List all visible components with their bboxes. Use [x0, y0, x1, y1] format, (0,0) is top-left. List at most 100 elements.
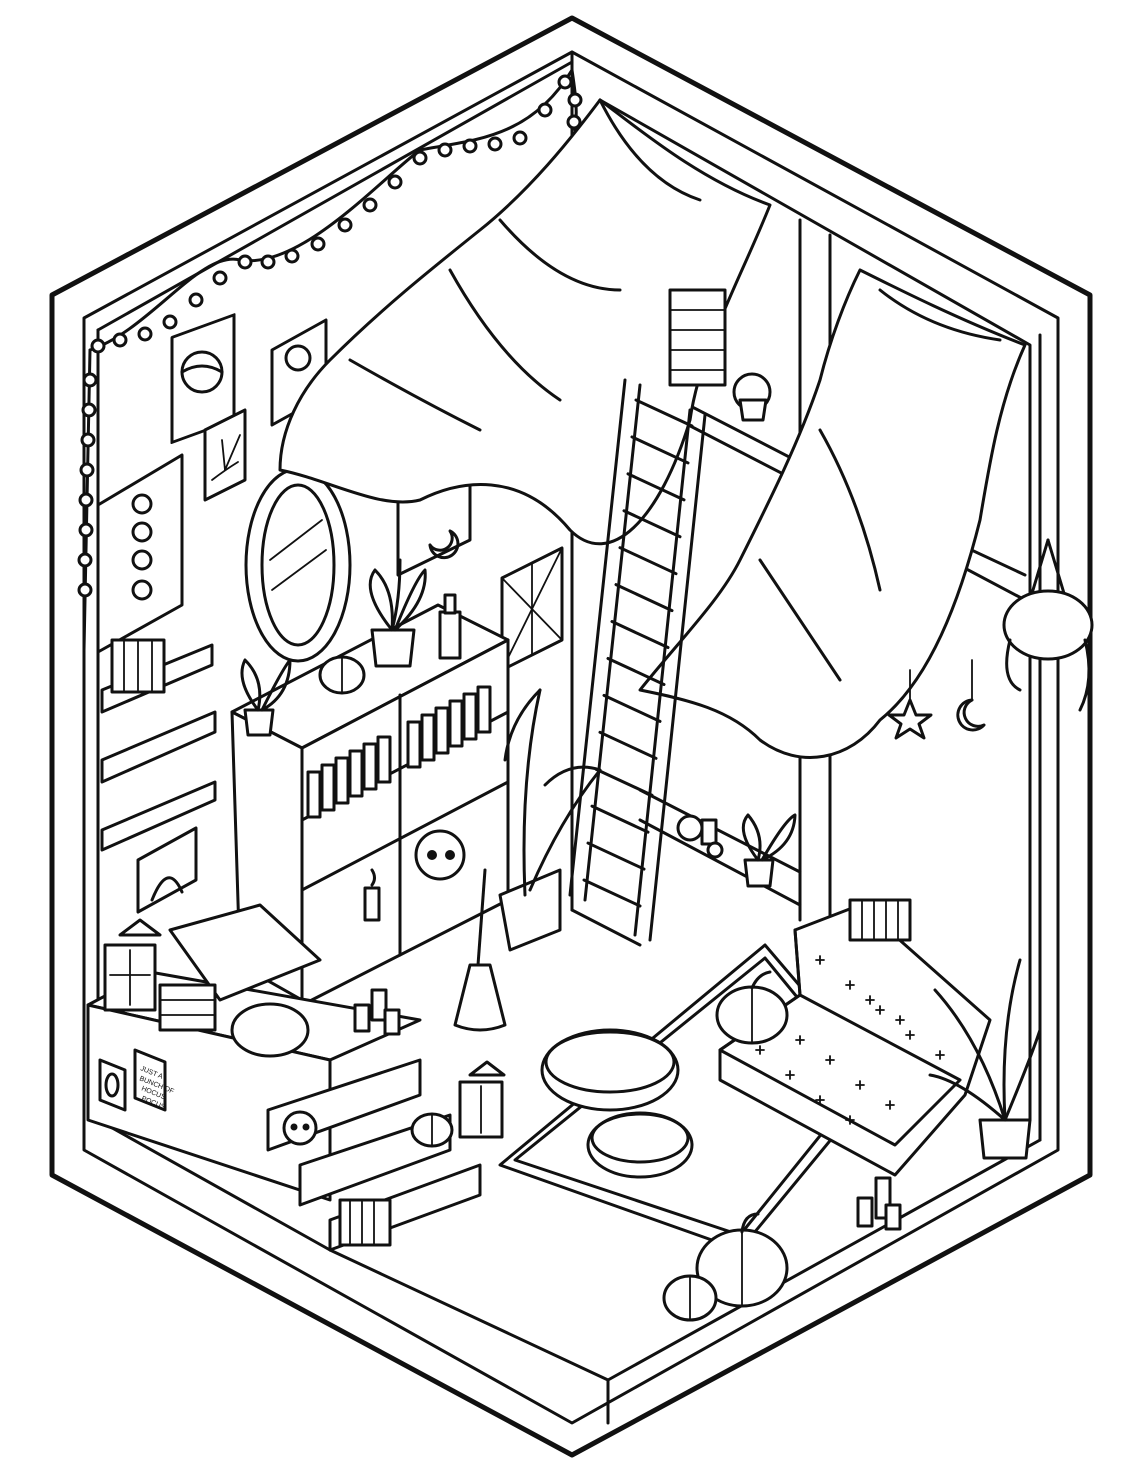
bookshelf-books	[306, 685, 492, 819]
ladder-rung	[590, 804, 650, 834]
bed-pouf	[230, 1002, 310, 1058]
pumpkin-small-shelf	[318, 655, 366, 695]
broom	[453, 868, 507, 1032]
sofa-tuft	[875, 1005, 885, 1015]
light-bulb	[237, 254, 253, 270]
light-bulbs	[77, 74, 583, 598]
light-bulb	[90, 338, 106, 354]
book-spine	[434, 706, 450, 755]
pumpkin-large-floor	[695, 1212, 789, 1308]
light-bulb	[77, 552, 93, 568]
book-spine	[348, 749, 364, 798]
book-spine	[320, 763, 336, 812]
tall-leafy-plant	[928, 958, 1042, 1160]
sofa-tuft	[815, 955, 825, 965]
floor-candles	[856, 1176, 902, 1231]
sofa-tuft	[845, 1115, 855, 1125]
palm-plant	[498, 688, 602, 952]
stair-pumpkin	[410, 1112, 454, 1148]
pumpkin-small-floor	[662, 1274, 718, 1322]
light-bulb	[487, 136, 503, 152]
sofa-tuft	[785, 1070, 795, 1080]
poster-moon-phases	[96, 453, 184, 654]
light-bulb	[162, 314, 178, 330]
poster-ghost	[136, 826, 198, 914]
skull-ornament	[414, 829, 466, 881]
sofa-tuft	[895, 1015, 905, 1025]
light-bulb	[512, 130, 528, 146]
ladder-rung	[626, 472, 686, 502]
stair-books	[338, 1198, 392, 1247]
pumpkin-by-sofa	[715, 970, 789, 1045]
loft-books	[668, 288, 727, 387]
sofa-tuft	[885, 1100, 895, 1110]
light-bulb	[567, 92, 583, 108]
poster-spiderweb	[500, 546, 564, 672]
poster-sunrise	[203, 408, 247, 502]
moon-frame-platform	[98, 1058, 127, 1112]
light-bulb	[566, 114, 582, 130]
book-spine	[376, 735, 392, 784]
book-spine	[306, 770, 322, 819]
candle-on-shelf	[363, 868, 381, 922]
bed-candles	[353, 988, 401, 1036]
light-bulb	[77, 582, 93, 598]
sofa-tuft	[795, 1035, 805, 1045]
book-spine	[476, 685, 492, 734]
light-bulb	[82, 372, 98, 388]
sofa-tufts	[755, 955, 945, 1125]
light-bulb	[337, 217, 353, 233]
light-bulb	[557, 74, 573, 90]
light-bulb	[284, 248, 300, 264]
light-bulb	[412, 150, 428, 166]
sofa-tuft	[845, 980, 855, 990]
book-spine	[448, 699, 464, 748]
poster-moon-circle	[170, 313, 236, 444]
light-bulb	[362, 197, 378, 213]
wall-shelves	[100, 638, 217, 852]
tufted-sofa	[718, 903, 992, 1177]
book-spine	[462, 692, 478, 741]
book-spine	[362, 742, 378, 791]
ladder-rung	[602, 693, 662, 723]
loft-plant	[732, 372, 772, 422]
light-bulb	[137, 326, 153, 342]
sofa-tuft	[865, 995, 875, 1005]
sofa-tuft	[855, 1080, 865, 1090]
light-bulb	[80, 432, 96, 448]
ladder-rung	[606, 656, 666, 686]
hanging-star	[887, 669, 933, 740]
ladder-rung	[634, 398, 694, 428]
sill-potions	[676, 814, 724, 859]
ladder-rung	[622, 509, 682, 539]
bottle	[438, 593, 462, 660]
sill-plant	[741, 813, 797, 888]
bed-books-stack	[158, 983, 217, 1032]
ladder-rung	[630, 435, 690, 465]
light-bulb	[310, 236, 326, 252]
curtain-right	[638, 268, 1027, 759]
light-bulb	[212, 270, 228, 286]
light-bulb	[537, 102, 553, 118]
floor-pouf-small	[586, 1111, 694, 1179]
book-spine	[420, 713, 436, 762]
stair-skull	[282, 1110, 318, 1146]
light-bulb	[78, 522, 94, 538]
ladder-rung	[618, 546, 678, 576]
book-spine	[406, 720, 422, 769]
sofa-tuft	[825, 1055, 835, 1065]
lantern-bed	[103, 918, 162, 1012]
sofa-tuft	[755, 1045, 765, 1055]
light-bulb	[260, 254, 276, 270]
books-behind-sofa	[848, 898, 912, 942]
oval-mirror	[244, 467, 352, 663]
light-bulb	[387, 174, 403, 190]
light-bulb	[188, 292, 204, 308]
sofa-tuft	[935, 1050, 945, 1060]
light-bulb	[81, 402, 97, 418]
potted-plant-shelf	[368, 558, 427, 668]
floor-pouf-large	[540, 1028, 680, 1112]
hanging-planter	[1002, 538, 1094, 712]
ladder-rung	[582, 878, 642, 908]
ladder-rung	[594, 767, 654, 797]
